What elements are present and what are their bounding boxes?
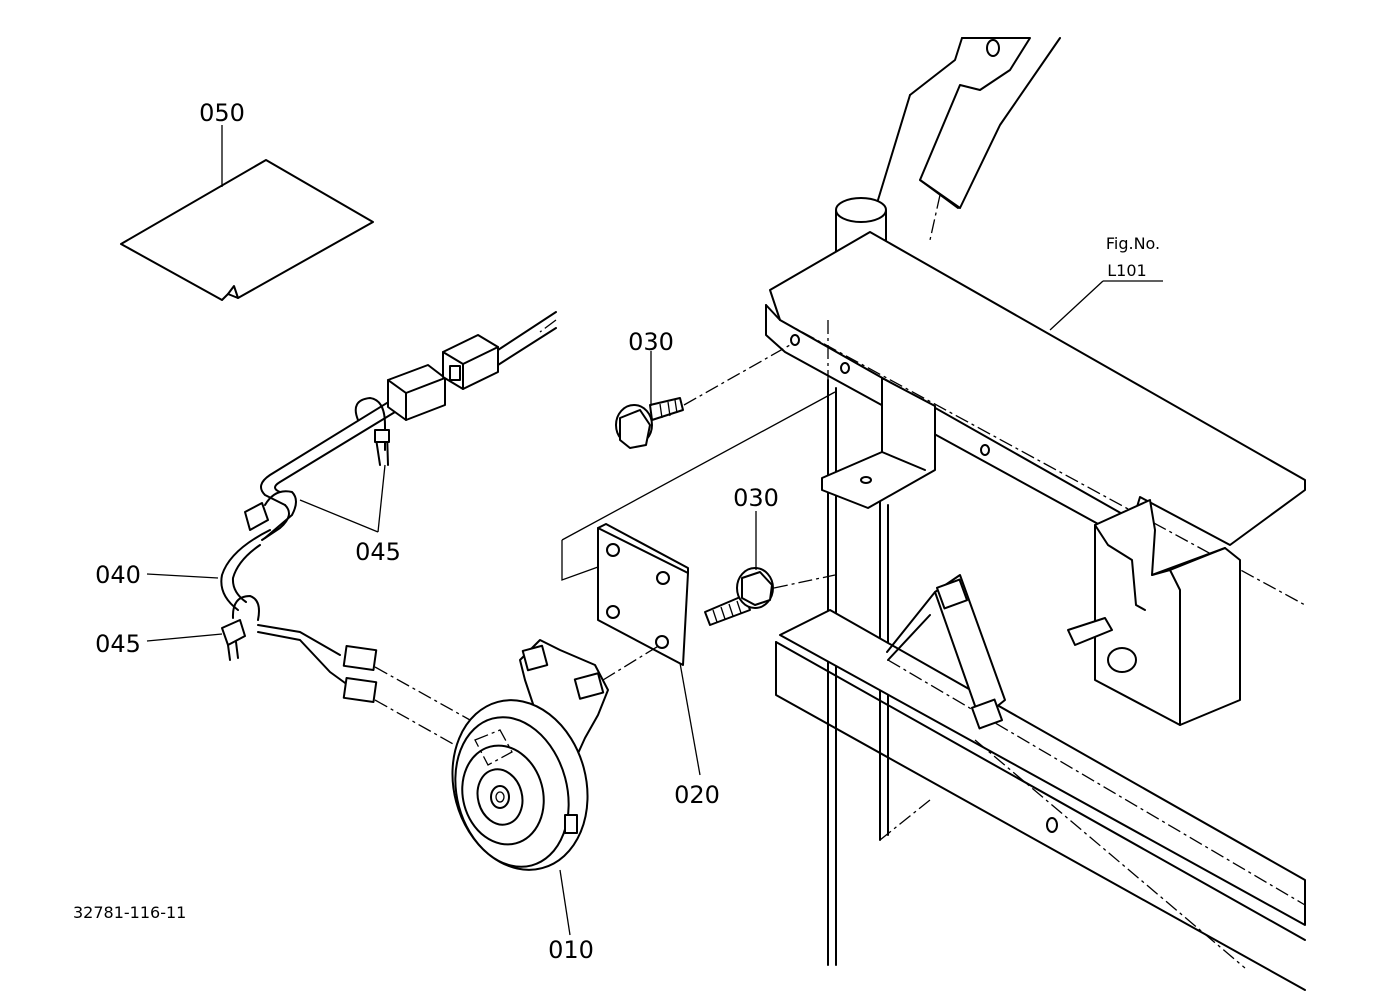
wire-harness — [146, 311, 557, 746]
bolt-lower — [704, 511, 836, 626]
frame-structure — [765, 37, 1306, 991]
clamp-upper — [244, 397, 390, 539]
bolt-upper — [615, 344, 791, 449]
label-050: 050 — [199, 99, 245, 127]
mounting-plate — [561, 391, 836, 776]
label-045-lower: 045 — [95, 630, 141, 658]
label-040: 040 — [95, 561, 141, 589]
label-030-upper: 030 — [628, 328, 674, 356]
drawing-number: 32781-116-11 — [73, 903, 186, 922]
label-045-upper: 045 — [355, 538, 401, 566]
label-sheet — [120, 125, 374, 301]
figure-ref-line2: L101 — [1107, 261, 1146, 280]
horn — [451, 639, 609, 936]
label-030-lower: 030 — [733, 484, 779, 512]
clamp-lower — [146, 595, 260, 661]
figure-ref-line1: Fig.No. — [1106, 234, 1160, 253]
label-020: 020 — [674, 781, 720, 809]
label-010: 010 — [548, 936, 594, 964]
